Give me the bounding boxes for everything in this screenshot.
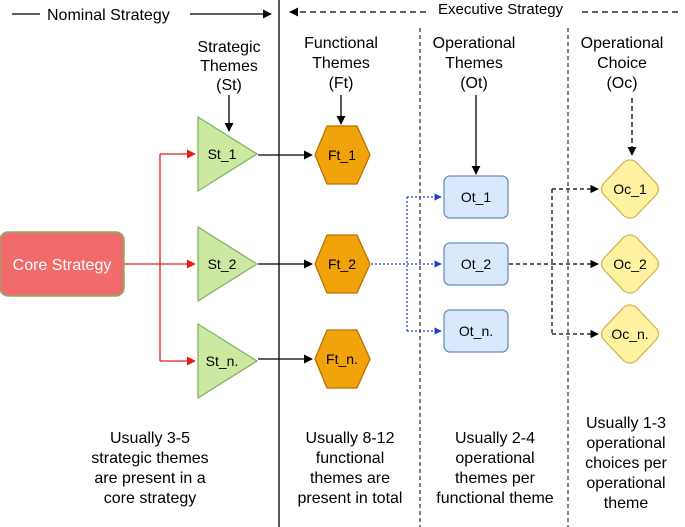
- strategic-note-line-1: Usually 3-5: [110, 430, 190, 447]
- functional-theme-2-hexagon: [314, 234, 371, 294]
- choice-note-line-5: theme: [604, 495, 649, 512]
- functional-operational-connectors: [371, 193, 442, 335]
- functional-heading-2: Themes: [312, 55, 370, 72]
- strategic-theme-2-label: St_2: [208, 256, 237, 272]
- operational-note-line-4: functional theme: [436, 490, 554, 507]
- strategic-theme-2-triangle: [197, 225, 259, 303]
- operational-theme-1-label: Ot_1: [461, 189, 492, 205]
- functional-heading-3: (Ft): [329, 75, 354, 92]
- strategic-theme-1-triangle: [197, 115, 259, 193]
- operational-heading-1: Operational: [433, 35, 516, 52]
- operational-choice-1-diamond: [600, 159, 660, 219]
- operational-choice-connectors: [509, 184, 599, 339]
- strategic-heading-3: (St): [216, 77, 242, 94]
- functional-note-line-3: themes are: [310, 470, 390, 487]
- functional-note-line-4: present in total: [298, 490, 403, 507]
- strategic-note-line-4: core strategy: [104, 490, 196, 507]
- functional-note-line-1: Usually 8-12: [306, 430, 395, 447]
- operational-choice-2-diamond: [600, 234, 660, 294]
- operational-heading-3: (Ot): [460, 75, 488, 92]
- strategic-heading-2: Themes: [200, 58, 258, 75]
- strategic-theme-n-triangle: [197, 322, 259, 400]
- functional-theme-2-label: Ft_2: [328, 256, 356, 272]
- functional-theme-n-hexagon: [314, 329, 371, 389]
- core-connectors: [124, 149, 196, 366]
- core-strategy-box: [0, 231, 125, 297]
- choice-note-line-3: choices per: [585, 455, 667, 472]
- operational-theme-2-label: Ot_2: [461, 256, 492, 272]
- strategic-theme-n-label: St_n.: [206, 353, 239, 369]
- strategic-theme-1-label: St_1: [208, 146, 237, 162]
- choice-note-line-4: operational: [586, 475, 665, 492]
- operational-choice-2-label: Oc_2: [613, 256, 647, 272]
- choice-heading-1: Operational: [581, 35, 664, 52]
- operational-note-line-1: Usually 2-4: [455, 430, 535, 447]
- functional-theme-n-label: Ft_n.: [326, 351, 358, 367]
- choice-note-line-1: Usually 1-3: [586, 415, 666, 432]
- operational-choice-n-diamond: [600, 304, 660, 364]
- operational-heading-2: Themes: [445, 55, 503, 72]
- strategic-note-line-2: strategic themes: [91, 450, 208, 467]
- functional-note-line-2: functional: [316, 450, 385, 467]
- strategic-heading-1: Strategic: [197, 39, 260, 56]
- choice-note-line-2: operational: [586, 435, 665, 452]
- operational-theme-n-box: [443, 309, 509, 353]
- executive-strategy-label: Executive Strategy: [438, 1, 564, 18]
- operational-theme-2-box: [443, 242, 509, 286]
- operational-theme-1-box: [443, 175, 509, 219]
- operational-theme-n-label: Ot_n.: [459, 323, 493, 339]
- strategic-note-line-3: are present in a: [94, 470, 205, 487]
- core-strategy-label: Core Strategy: [13, 257, 112, 274]
- functional-theme-1-hexagon: [314, 125, 371, 185]
- choice-heading-2: Choice: [597, 55, 647, 72]
- functional-heading-1: Functional: [304, 35, 378, 52]
- choice-heading-3: (Oc): [606, 75, 637, 92]
- operational-choice-1-label: Oc_1: [613, 181, 647, 197]
- functional-theme-1-label: Ft_1: [328, 147, 356, 163]
- operational-note-line-3: themes per: [455, 470, 536, 487]
- operational-note-line-2: operational: [455, 450, 534, 467]
- operational-choice-n-label: Oc_n.: [611, 326, 648, 342]
- nominal-strategy-label: Nominal Strategy: [47, 7, 170, 24]
